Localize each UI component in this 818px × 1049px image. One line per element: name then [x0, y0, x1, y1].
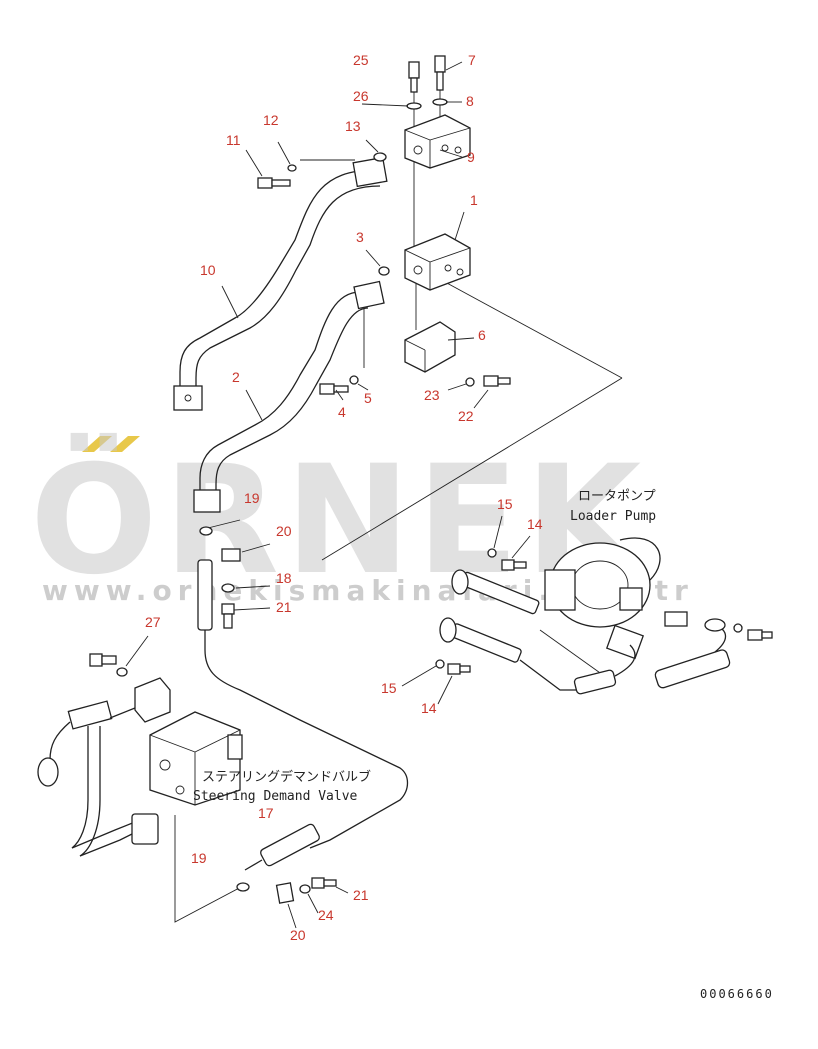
label-21b: 21 — [353, 887, 369, 903]
pump-hoses — [439, 569, 731, 695]
pipe-10 — [173, 156, 388, 411]
loader-pump — [544, 537, 661, 660]
connection-lines — [174, 88, 623, 923]
label-19b: 19 — [191, 850, 207, 866]
label-21: 21 — [276, 599, 292, 615]
part-number-labels: 25 7 26 8 13 9 11 12 1 3 10 6 2 4 5 23 2… — [145, 52, 543, 943]
label-23: 23 — [424, 387, 440, 403]
label-6: 6 — [478, 327, 486, 343]
bracket-6 — [404, 321, 456, 373]
label-20b: 20 — [290, 927, 306, 943]
watermark: ÖRNEK www.ornekismakinalari.com.tr — [30, 432, 688, 608]
label-15b: 15 — [381, 680, 397, 696]
label-18: 18 — [276, 570, 292, 586]
drawing-code: 00066660 — [700, 987, 774, 1001]
label-19: 19 — [244, 490, 260, 506]
steering-demand-valve — [149, 711, 243, 806]
label-2: 2 — [232, 369, 240, 385]
block-9 — [404, 114, 471, 169]
label-4: 4 — [338, 404, 346, 420]
label-3: 3 — [356, 229, 364, 245]
label-leaders — [125, 61, 531, 929]
label-26: 26 — [353, 88, 369, 104]
label-7: 7 — [468, 52, 476, 68]
label-24: 24 — [318, 907, 334, 923]
label-9: 9 — [467, 149, 475, 165]
pipe-2 — [193, 280, 385, 513]
watermark-accent-mark — [82, 436, 112, 452]
label-20: 20 — [276, 523, 292, 539]
label-17: 17 — [258, 805, 274, 821]
label-12: 12 — [263, 112, 279, 128]
watermark-accent-mark — [110, 436, 140, 452]
label-15: 15 — [497, 496, 513, 512]
steering-valve-label-en: Steering Demand Valve — [193, 789, 358, 804]
label-5: 5 — [364, 390, 372, 406]
pipe-valve-assembly — [37, 677, 171, 857]
label-1: 1 — [470, 192, 478, 208]
loader-pump-label-en: Loader Pump — [570, 509, 656, 524]
label-25: 25 — [353, 52, 369, 68]
watermark-brand: ÖRNEK — [30, 432, 647, 608]
label-14: 14 — [527, 516, 543, 532]
label-27: 27 — [145, 614, 161, 630]
label-22: 22 — [458, 408, 474, 424]
label-13: 13 — [345, 118, 361, 134]
label-14b: 14 — [421, 700, 437, 716]
component-labels: ロータポンプ Loader Pump ステアリングデマンドバルブ Steerin… — [193, 489, 656, 804]
label-10: 10 — [200, 262, 216, 278]
loader-pump-label-jp: ロータポンプ — [578, 489, 656, 504]
steering-valve-label-jp: ステアリングデマンドバルブ — [202, 769, 371, 785]
label-8: 8 — [466, 93, 474, 109]
hose-left — [197, 559, 409, 871]
label-11: 11 — [226, 132, 241, 148]
block-1 — [404, 233, 471, 291]
small-parts — [89, 55, 773, 904]
